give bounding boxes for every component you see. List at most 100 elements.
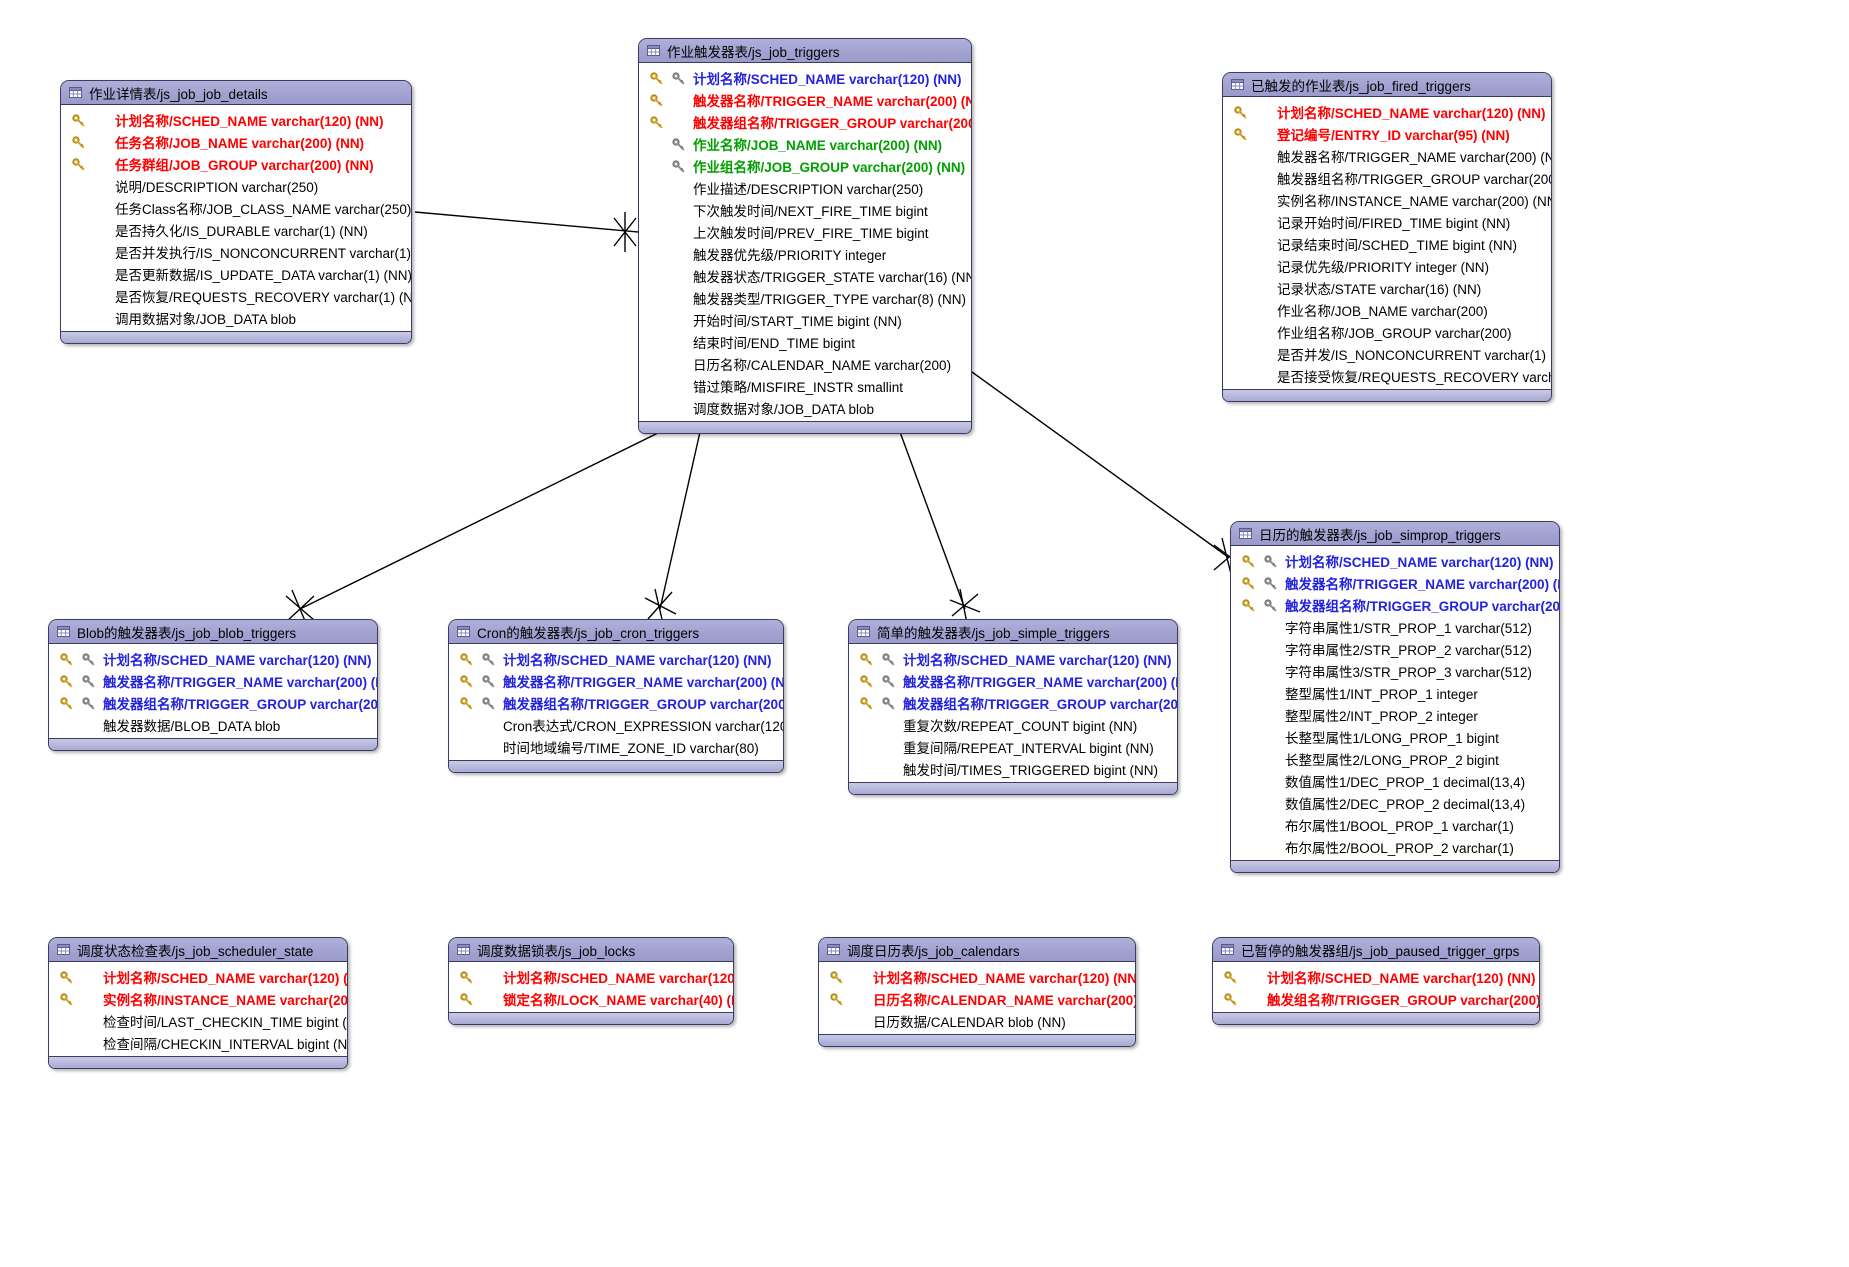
attribute-row[interactable]: 实例名称/INSTANCE_NAME varchar(200) (NN) xyxy=(1223,189,1551,211)
attribute-row[interactable]: 作业描述/DESCRIPTION varchar(250) xyxy=(639,177,971,199)
attribute-row[interactable]: 记录状态/STATE varchar(16) (NN) xyxy=(1223,277,1551,299)
entity-header-job_details[interactable]: 作业详情表/js_job_job_details xyxy=(61,81,411,105)
attribute-row[interactable]: 触发器数据/BLOB_DATA blob xyxy=(49,714,377,736)
attribute-row[interactable]: 触发器优先级/PRIORITY integer xyxy=(639,243,971,265)
attribute-row[interactable]: 字符串属性2/STR_PROP_2 varchar(512) xyxy=(1231,638,1559,660)
attribute-row[interactable]: 检查时间/LAST_CHECKIN_TIME bigint (NN) xyxy=(49,1010,347,1032)
attribute-row[interactable]: 重复间隔/REPEAT_INTERVAL bigint (NN) xyxy=(849,736,1177,758)
attribute-row[interactable]: 结束时间/END_TIME bigint xyxy=(639,331,971,353)
attribute-row[interactable]: 是否更新数据/IS_UPDATE_DATA varchar(1) (NN) xyxy=(61,263,411,285)
attribute-row[interactable]: 触发器名称/TRIGGER_NAME varchar(200) (NN) xyxy=(49,670,377,692)
attribute-row[interactable]: 长整型属性2/LONG_PROP_2 bigint xyxy=(1231,748,1559,770)
attribute-row[interactable]: 调用数据对象/JOB_DATA blob xyxy=(61,307,411,329)
attribute-row[interactable]: 登记编号/ENTRY_ID varchar(95) (NN) xyxy=(1223,123,1551,145)
attribute-row[interactable]: 任务群组/JOB_GROUP varchar(200) (NN) xyxy=(61,153,411,175)
attribute-row[interactable]: 时间地域编号/TIME_ZONE_ID varchar(80) xyxy=(449,736,783,758)
attribute-row[interactable]: 计划名称/SCHED_NAME varchar(120) (NN) xyxy=(1231,550,1559,572)
attribute-row[interactable]: 数值属性2/DEC_PROP_2 decimal(13,4) xyxy=(1231,792,1559,814)
attribute-row[interactable]: 布尔属性1/BOOL_PROP_1 varchar(1) xyxy=(1231,814,1559,836)
entity-header-simple_triggers[interactable]: 简单的触发器表/js_job_simple_triggers xyxy=(849,620,1177,644)
entity-fired_triggers[interactable]: 已触发的作业表/js_job_fired_triggers 计划名称/SCHED… xyxy=(1222,72,1552,402)
attribute-row[interactable]: 计划名称/SCHED_NAME varchar(120) (NN) xyxy=(49,648,377,670)
attribute-row[interactable]: 是否持久化/IS_DURABLE varchar(1) (NN) xyxy=(61,219,411,241)
attribute-row[interactable]: 触发器名称/TRIGGER_NAME varchar(200) (NN) xyxy=(449,670,783,692)
entity-scheduler_state[interactable]: 调度状态检查表/js_job_scheduler_state 计划名称/SCHE… xyxy=(48,937,348,1069)
attribute-row[interactable]: 计划名称/SCHED_NAME varchar(120) (NN) xyxy=(449,648,783,670)
attribute-row[interactable]: 触发器状态/TRIGGER_STATE varchar(16) (NN) xyxy=(639,265,971,287)
attribute-row[interactable]: 日历数据/CALENDAR blob (NN) xyxy=(819,1010,1135,1032)
entity-header-blob_triggers[interactable]: Blob的触发器表/js_job_blob_triggers xyxy=(49,620,377,644)
attribute-row[interactable]: 布尔属性2/BOOL_PROP_2 varchar(1) xyxy=(1231,836,1559,858)
attribute-row[interactable]: 触发时间/TIMES_TRIGGERED bigint (NN) xyxy=(849,758,1177,780)
attribute-row[interactable]: 计划名称/SCHED_NAME varchar(120) (NN) xyxy=(639,67,971,89)
entity-job_details[interactable]: 作业详情表/js_job_job_details 计划名称/SCHED_NAME… xyxy=(60,80,412,344)
attribute-row[interactable]: 记录开始时间/FIRED_TIME bigint (NN) xyxy=(1223,211,1551,233)
attribute-row[interactable]: 是否恢复/REQUESTS_RECOVERY varchar(1) (NN) xyxy=(61,285,411,307)
attribute-row[interactable]: 触发器名称/TRIGGER_NAME varchar(200) (NN) xyxy=(1231,572,1559,594)
attribute-row[interactable]: 作业名称/JOB_NAME varchar(200) xyxy=(1223,299,1551,321)
attribute-row[interactable]: 触发器组名称/TRIGGER_GROUP varchar(200) (NN) xyxy=(639,111,971,133)
attribute-row[interactable]: 锁定名称/LOCK_NAME varchar(40) (NN) xyxy=(449,988,733,1010)
attribute-row[interactable]: 计划名称/SCHED_NAME varchar(120) (NN) xyxy=(819,966,1135,988)
entity-simprop_triggers[interactable]: 日历的触发器表/js_job_simprop_triggers 计划名称/SCH… xyxy=(1230,521,1560,873)
attribute-row[interactable]: 实例名称/INSTANCE_NAME varchar(200) (NN) xyxy=(49,988,347,1010)
attribute-row[interactable]: 计划名称/SCHED_NAME varchar(120) (NN) xyxy=(49,966,347,988)
entity-header-simprop_triggers[interactable]: 日历的触发器表/js_job_simprop_triggers xyxy=(1231,522,1559,546)
entity-header-calendars[interactable]: 调度日历表/js_job_calendars xyxy=(819,938,1135,962)
attribute-row[interactable]: 日历名称/CALENDAR_NAME varchar(200) (NN) xyxy=(819,988,1135,1010)
attribute-row[interactable]: 检查间隔/CHECKIN_INTERVAL bigint (NN) xyxy=(49,1032,347,1054)
attribute-row[interactable]: 整型属性1/INT_PROP_1 integer xyxy=(1231,682,1559,704)
attribute-row[interactable]: 是否并发执行/IS_NONCONCURRENT varchar(1) (NN) xyxy=(61,241,411,263)
attribute-row[interactable]: 触发器名称/TRIGGER_NAME varchar(200) (NN) xyxy=(639,89,971,111)
entity-job_triggers[interactable]: 作业触发器表/js_job_triggers 计划名称/SCHED_NAME v… xyxy=(638,38,972,434)
attribute-row[interactable]: 作业名称/JOB_NAME varchar(200) (NN) xyxy=(639,133,971,155)
attribute-row[interactable]: 计划名称/SCHED_NAME varchar(120) (NN) xyxy=(449,966,733,988)
attribute-row[interactable]: 下次触发时间/NEXT_FIRE_TIME bigint xyxy=(639,199,971,221)
attribute-row[interactable]: Cron表达式/CRON_EXPRESSION varchar(120) (NN… xyxy=(449,714,783,736)
entity-locks[interactable]: 调度数据锁表/js_job_locks 计划名称/SCHED_NAME varc… xyxy=(448,937,734,1025)
attribute-row[interactable]: 是否并发/IS_NONCONCURRENT varchar(1) xyxy=(1223,343,1551,365)
attribute-row[interactable]: 计划名称/SCHED_NAME varchar(120) (NN) xyxy=(1223,101,1551,123)
attribute-row[interactable]: 字符串属性3/STR_PROP_3 varchar(512) xyxy=(1231,660,1559,682)
entity-simple_triggers[interactable]: 简单的触发器表/js_job_simple_triggers 计划名称/SCHE… xyxy=(848,619,1178,795)
entity-calendars[interactable]: 调度日历表/js_job_calendars 计划名称/SCHED_NAME v… xyxy=(818,937,1136,1047)
entity-header-fired_triggers[interactable]: 已触发的作业表/js_job_fired_triggers xyxy=(1223,73,1551,97)
attribute-row[interactable]: 错过策略/MISFIRE_INSTR smallint xyxy=(639,375,971,397)
attribute-row[interactable]: 说明/DESCRIPTION varchar(250) xyxy=(61,175,411,197)
attribute-row[interactable]: 长整型属性1/LONG_PROP_1 bigint xyxy=(1231,726,1559,748)
attribute-row[interactable]: 触发器组名称/TRIGGER_GROUP varchar(200) (NN) xyxy=(49,692,377,714)
attribute-row[interactable]: 触发组名称/TRIGGER_GROUP varchar(200) (NN) xyxy=(1213,988,1539,1010)
attribute-row[interactable]: 上次触发时间/PREV_FIRE_TIME bigint xyxy=(639,221,971,243)
attribute-row[interactable]: 记录优先级/PRIORITY integer (NN) xyxy=(1223,255,1551,277)
attribute-row[interactable]: 整型属性2/INT_PROP_2 integer xyxy=(1231,704,1559,726)
entity-header-paused_trigger_grps[interactable]: 已暂停的触发器组/js_job_paused_trigger_grps xyxy=(1213,938,1539,962)
attribute-row[interactable]: 触发器类型/TRIGGER_TYPE varchar(8) (NN) xyxy=(639,287,971,309)
attribute-row[interactable]: 触发器组名称/TRIGGER_GROUP varchar(200) (NN) xyxy=(849,692,1177,714)
attribute-row[interactable]: 记录结束时间/SCHED_TIME bigint (NN) xyxy=(1223,233,1551,255)
attribute-row[interactable]: 触发器组名称/TRIGGER_GROUP varchar(200) (NN) xyxy=(449,692,783,714)
entity-cron_triggers[interactable]: Cron的触发器表/js_job_cron_triggers 计划名称/SCHE… xyxy=(448,619,784,773)
attribute-row[interactable]: 计划名称/SCHED_NAME varchar(120) (NN) xyxy=(61,109,411,131)
attribute-row[interactable]: 任务Class名称/JOB_CLASS_NAME varchar(250) (N… xyxy=(61,197,411,219)
attribute-row[interactable]: 重复次数/REPEAT_COUNT bigint (NN) xyxy=(849,714,1177,736)
attribute-row[interactable]: 触发器名称/TRIGGER_NAME varchar(200) (NN) xyxy=(1223,145,1551,167)
attribute-row[interactable]: 调度数据对象/JOB_DATA blob xyxy=(639,397,971,419)
attribute-row[interactable]: 任务名称/JOB_NAME varchar(200) (NN) xyxy=(61,131,411,153)
attribute-row[interactable]: 计划名称/SCHED_NAME varchar(120) (NN) xyxy=(1213,966,1539,988)
entity-header-cron_triggers[interactable]: Cron的触发器表/js_job_cron_triggers xyxy=(449,620,783,644)
attribute-row[interactable]: 是否接受恢复/REQUESTS_RECOVERY varchar(1) xyxy=(1223,365,1551,387)
entity-paused_trigger_grps[interactable]: 已暂停的触发器组/js_job_paused_trigger_grps 计划名称… xyxy=(1212,937,1540,1025)
attribute-row[interactable]: 日历名称/CALENDAR_NAME varchar(200) xyxy=(639,353,971,375)
attribute-row[interactable]: 计划名称/SCHED_NAME varchar(120) (NN) xyxy=(849,648,1177,670)
attribute-row[interactable]: 触发器名称/TRIGGER_NAME varchar(200) (NN) xyxy=(849,670,1177,692)
attribute-row[interactable]: 数值属性1/DEC_PROP_1 decimal(13,4) xyxy=(1231,770,1559,792)
attribute-row[interactable]: 作业组名称/JOB_GROUP varchar(200) (NN) xyxy=(639,155,971,177)
attribute-row[interactable]: 开始时间/START_TIME bigint (NN) xyxy=(639,309,971,331)
entity-blob_triggers[interactable]: Blob的触发器表/js_job_blob_triggers 计划名称/SCHE… xyxy=(48,619,378,751)
entity-header-job_triggers[interactable]: 作业触发器表/js_job_triggers xyxy=(639,39,971,63)
attribute-row[interactable]: 作业组名称/JOB_GROUP varchar(200) xyxy=(1223,321,1551,343)
entity-header-locks[interactable]: 调度数据锁表/js_job_locks xyxy=(449,938,733,962)
attribute-row[interactable]: 触发器组名称/TRIGGER_GROUP varchar(200) (NN) xyxy=(1231,594,1559,616)
entity-header-scheduler_state[interactable]: 调度状态检查表/js_job_scheduler_state xyxy=(49,938,347,962)
attribute-row[interactable]: 触发器组名称/TRIGGER_GROUP varchar(200) (NN) xyxy=(1223,167,1551,189)
